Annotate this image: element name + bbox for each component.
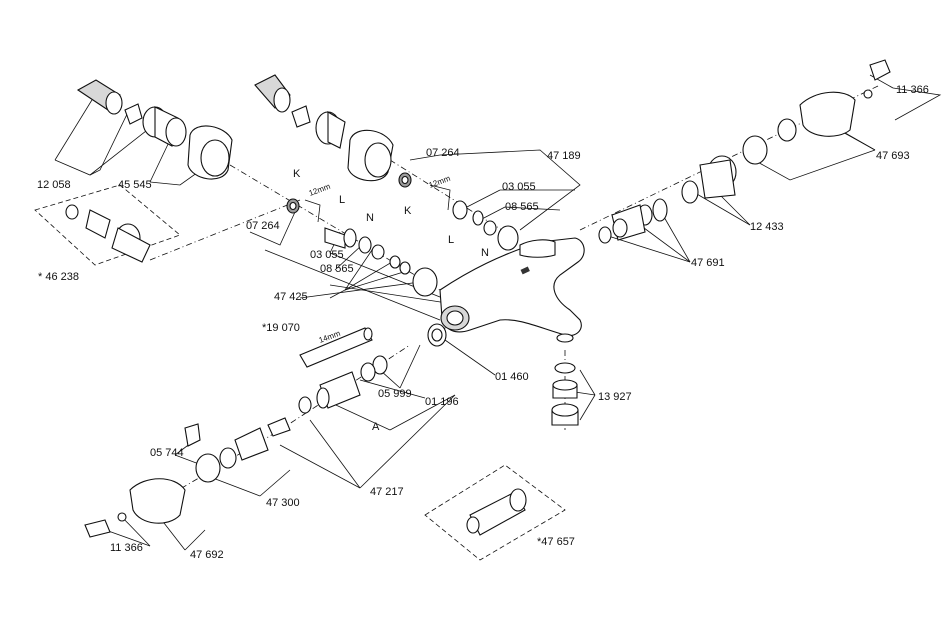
top-left-handle-parts: [78, 80, 232, 179]
lower-handle-parts: [85, 479, 185, 537]
label-12mm-left: 12mm: [308, 182, 332, 198]
label-13927: 13 927: [598, 391, 632, 403]
label-07264-top: 07 264: [426, 147, 460, 159]
right-thermostat-parts: [599, 199, 667, 243]
label-L-top: L: [448, 234, 454, 246]
label-47691: 47 691: [691, 257, 725, 269]
label-08565-left: 08 565: [320, 263, 354, 275]
label-47300: 47 300: [266, 497, 300, 509]
label-03055-left: 03 055: [310, 249, 344, 261]
label-05744: 05 744: [150, 447, 184, 459]
lower-thermostat-parts: [185, 356, 387, 482]
label-47657: *47 657: [537, 536, 575, 548]
label-01196: 01 196: [425, 396, 459, 408]
label-K-left: K: [293, 168, 301, 180]
label-11366-top: 11 366: [896, 84, 929, 96]
label-12433: 12 433: [750, 221, 784, 233]
top-middle-handle-parts: [255, 75, 411, 187]
left-cartridge-parts: [287, 199, 437, 296]
mixer-body: [440, 238, 584, 342]
label-45545: 45 545: [118, 179, 152, 191]
label-N-top: N: [481, 247, 489, 259]
label-L-left: L: [339, 194, 345, 206]
label-12058: 12 058: [37, 179, 71, 191]
label-N-left: N: [366, 212, 374, 224]
kit-47657-parts: [467, 489, 526, 535]
label-47692: 47 692: [190, 549, 224, 561]
label-46238: * 46 238: [38, 271, 79, 283]
label-03055-top: 03 055: [502, 181, 536, 193]
kit-46238-parts: [66, 205, 150, 262]
label-47693: 47 693: [876, 150, 910, 162]
label-01460: 01 460: [495, 371, 529, 383]
label-19070: *19 070: [262, 322, 300, 334]
label-47189: 47 189: [547, 150, 581, 162]
label-05999: 05 999: [378, 388, 412, 400]
right-top-handle-parts: [682, 60, 890, 203]
label-08565-top: 08 565: [505, 201, 539, 213]
label-47217: 47 217: [370, 486, 404, 498]
part-01460: [428, 324, 446, 346]
label-47425: 47 425: [274, 291, 308, 303]
label-K-top: K: [404, 205, 412, 217]
label-11366-bottom: 11 366: [110, 542, 143, 554]
label-A: A: [372, 421, 380, 433]
aerator-parts-13927: [552, 363, 578, 425]
label-07264-left: 07 264: [246, 220, 280, 232]
middle-cartridge-parts: [430, 185, 518, 250]
